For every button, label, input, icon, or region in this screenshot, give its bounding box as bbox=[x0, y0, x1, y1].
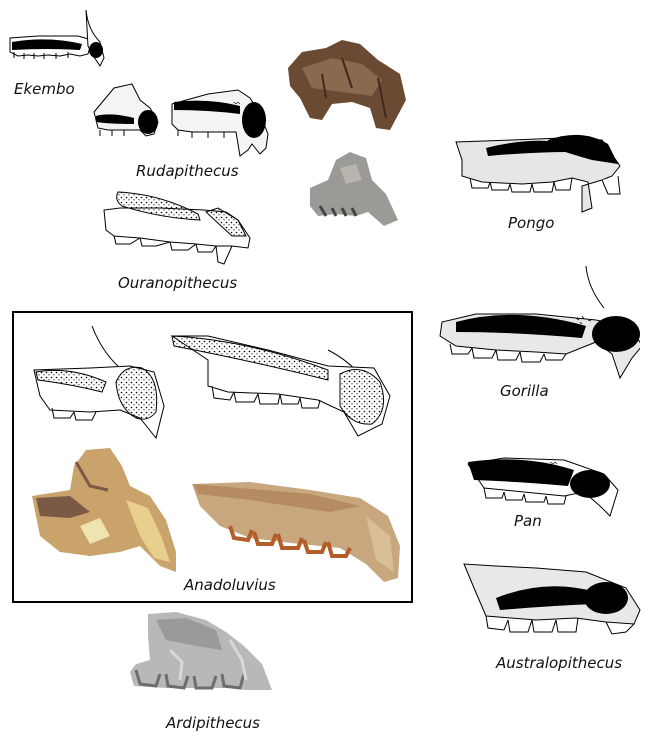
label-ouranopithecus: Ouranopithecus bbox=[118, 274, 237, 292]
anadoluvius-maxilla-drawing-right bbox=[168, 330, 400, 442]
label-ardipithecus: Ardipithecus bbox=[166, 714, 260, 732]
fossil-photo-middle bbox=[306, 150, 400, 228]
label-ekembo: Ekembo bbox=[14, 80, 75, 98]
anadoluvius-fossil-photo-left bbox=[30, 446, 182, 574]
ouranopithecus-maxilla-drawing bbox=[100, 186, 256, 268]
label-anadoluvius: Anadoluvius bbox=[184, 576, 276, 594]
label-gorilla: Gorilla bbox=[500, 382, 549, 400]
anadoluvius-fossil-photo-right bbox=[190, 476, 404, 584]
rudapithecus-maxilla-drawing-left bbox=[90, 82, 165, 142]
label-rudapithecus: Rudapithecus bbox=[136, 162, 239, 180]
pan-maxilla-drawing bbox=[464, 450, 624, 520]
gorilla-maxilla-drawing bbox=[436, 262, 640, 382]
pongo-maxilla-drawing bbox=[452, 130, 630, 216]
label-pongo: Pongo bbox=[508, 214, 554, 232]
fossil-photo-top bbox=[282, 38, 408, 134]
australopithecus-maxilla-drawing bbox=[456, 558, 642, 642]
ardipithecus-fossil-scan bbox=[126, 610, 274, 696]
rudapithecus-maxilla-drawing-right bbox=[168, 86, 276, 166]
anadoluvius-maxilla-drawing-left bbox=[30, 326, 172, 442]
label-pan: Pan bbox=[514, 512, 542, 530]
label-australopithecus: Australopithecus bbox=[496, 654, 622, 672]
ekembo-maxilla-drawing bbox=[8, 10, 108, 82]
